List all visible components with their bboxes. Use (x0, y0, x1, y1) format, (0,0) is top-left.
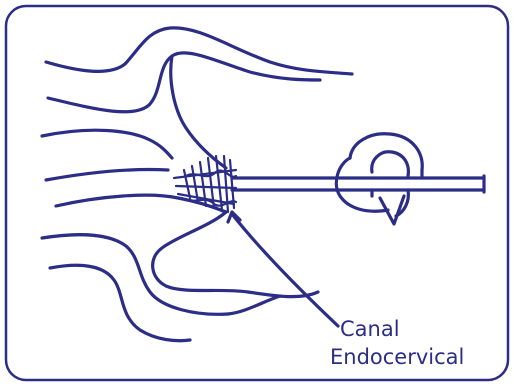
callout-label-line-2: Endocervical (330, 345, 464, 369)
callout-label-line-1: Canal (340, 317, 400, 341)
diagram-frame (6, 6, 508, 380)
